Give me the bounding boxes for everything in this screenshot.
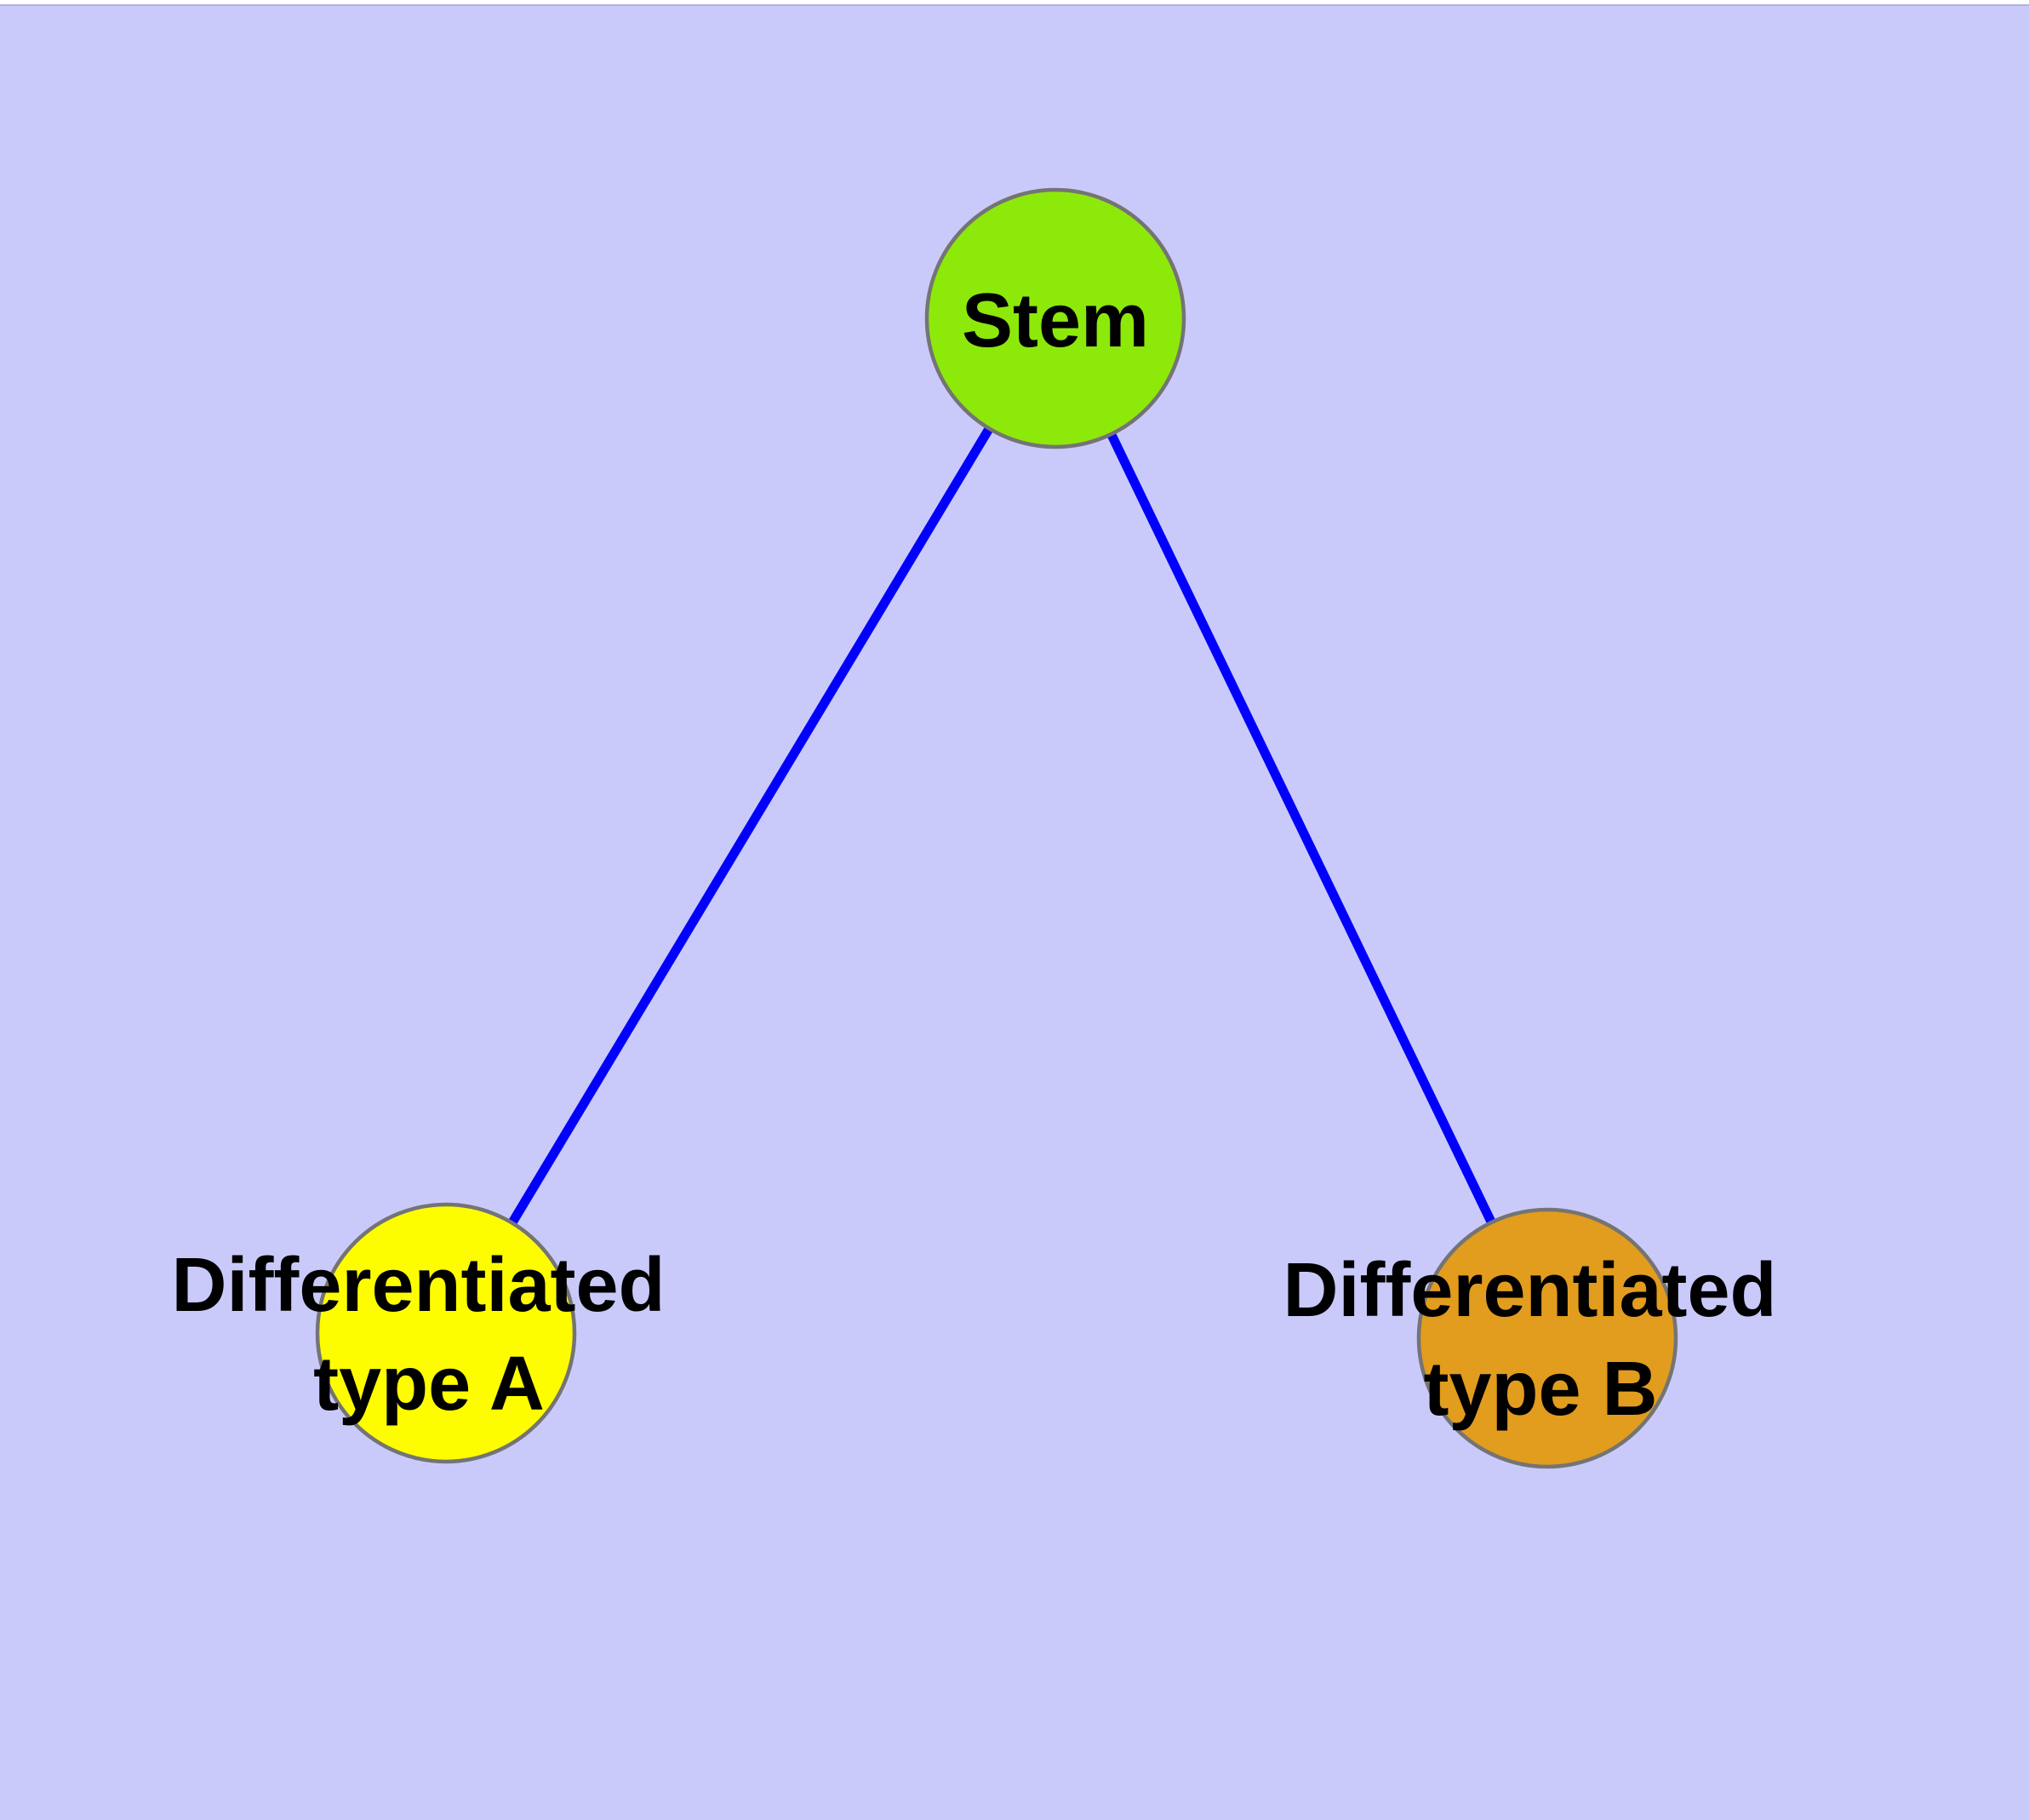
node-type-b-label: Differentiated type B: [1283, 1248, 1798, 1432]
node-stem-circle: [924, 187, 1186, 449]
edge-stem-to-type-a: [442, 316, 1060, 1336]
top-strip-divider: [0, 4, 2029, 6]
edge-stem-to-type-b: [1051, 316, 1552, 1341]
node-stem: Stem: [924, 187, 1186, 449]
node-type-b-label-line-1: Differentiated: [1283, 1248, 1776, 1333]
node-type-a-label-line-2: type A: [313, 1342, 545, 1427]
node-stem-label: Stem: [962, 278, 1149, 363]
node-type-b-label-line-2: type B: [1423, 1347, 1657, 1432]
node-type-a-label-line-1: Differentiated: [171, 1243, 665, 1328]
node-stem-label-line-1: Stem: [962, 278, 1149, 363]
node-differentiated-type-a: Differentiated type A: [171, 1202, 686, 1464]
node-differentiated-type-b: Differentiated type B: [1283, 1207, 1798, 1469]
node-type-b-circle: [1416, 1207, 1678, 1469]
node-type-a-label: Differentiated type A: [171, 1243, 686, 1427]
top-window-strip: [0, 0, 2029, 4]
node-type-a-circle: [315, 1202, 577, 1464]
